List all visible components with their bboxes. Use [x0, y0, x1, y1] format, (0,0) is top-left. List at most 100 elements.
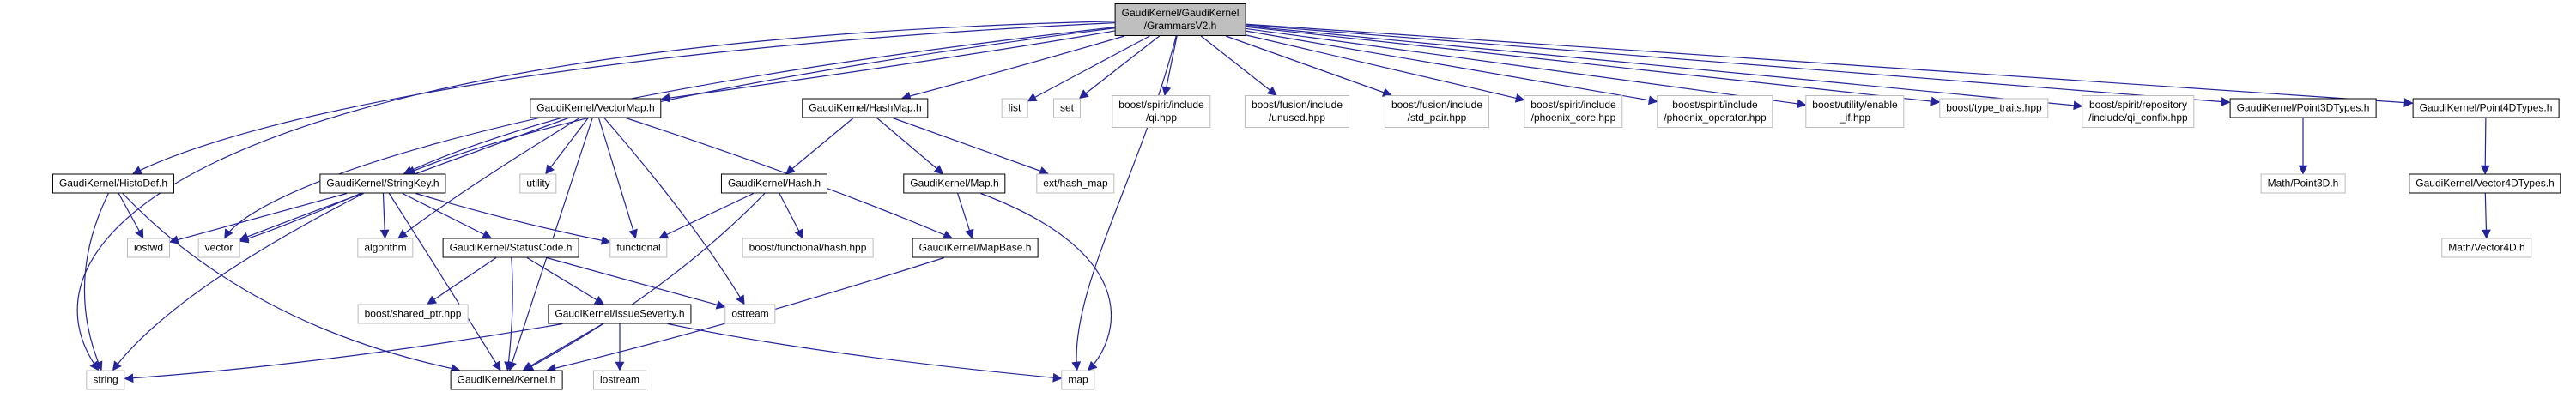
graph-node-histodef[interactable]: GaudiKernel/HistoDef.h — [52, 173, 175, 194]
node-label: boost/spirit/repository — [2088, 99, 2188, 111]
include-edge-stringkey-to-functional — [415, 192, 611, 245]
include-edge-root-to-hashmap — [900, 35, 1125, 101]
node-label: vector — [204, 241, 233, 254]
graph-node-point3dtypes[interactable]: GaudiKernel/Point3DTypes.h — [2229, 98, 2377, 118]
graph-node-kernel[interactable]: GaudiKernel/Kernel.h — [450, 370, 563, 390]
node-label: boost/spirit/include — [1530, 99, 1616, 111]
node-label: GaudiKernel/HashMap.h — [809, 101, 922, 114]
node-label: map — [1068, 373, 1088, 386]
node-label: boost/fusion/include — [1391, 99, 1483, 111]
include-edge-issueseverity-to-kernel — [522, 323, 603, 371]
include-edge-root-to-point3dtypes — [1246, 24, 2231, 106]
node-label: iosfwd — [133, 241, 164, 254]
include-edge-root-to-unused — [1200, 35, 1277, 96]
include-edge-hash-to-boosthash — [779, 193, 803, 239]
include-edge-stringkey-to-stringnode — [112, 192, 364, 371]
node-label: GaudiKernel/Point4DTypes.h — [2419, 101, 2553, 114]
node-label: boost/functional/hash.hpp — [749, 241, 867, 254]
graph-node-ostream: ostream — [724, 304, 776, 324]
include-edge-statuscode-to-issueseverity — [526, 256, 604, 305]
include-edge-root-to-stdpair — [1225, 35, 1392, 97]
include-edge-root-to-phoenixop — [1246, 30, 1658, 106]
include-edge-stringkey-to-vector — [239, 192, 361, 244]
node-label: GaudiKernel/Kernel.h — [457, 373, 556, 386]
include-edge-statuscode-to-kernel — [504, 257, 513, 371]
include-edge-root-to-vectormap — [660, 30, 1115, 103]
graph-node-unused: boost/fusion/include/unused.hpp — [1244, 95, 1350, 128]
graph-node-typetraits: boost/type_traits.hpp — [1939, 98, 2049, 118]
include-edge-root-to-typetraits — [1246, 26, 1941, 106]
graph-node-point4dtypes[interactable]: GaudiKernel/Point4DTypes.h — [2412, 98, 2560, 118]
include-edge-root-to-stringnode — [76, 21, 1115, 371]
graph-node-utility: utility — [519, 173, 557, 194]
graph-node-mathpoint3d: Math/Point3D.h — [2260, 173, 2346, 194]
node-label: Math/Vector4D.h — [2448, 241, 2525, 254]
graph-node-stringnode: string — [86, 370, 125, 390]
node-label: GaudiKernel/Point3DTypes.h — [2236, 101, 2370, 114]
graph-node-hash[interactable]: GaudiKernel/Hash.h — [720, 173, 828, 194]
graph-node-stringkey[interactable]: GaudiKernel/StringKey.h — [319, 173, 446, 194]
graph-node-functional: functional — [609, 238, 668, 258]
graph-node-vectormap[interactable]: GaudiKernel/VectorMap.h — [530, 98, 662, 118]
include-edge-root-to-set — [1078, 35, 1161, 100]
graph-node-mapnode: map — [1061, 370, 1095, 390]
include-edge-root-to-qi — [1161, 35, 1178, 97]
include-edge-histodef-to-kernel — [122, 193, 461, 373]
node-label: _if.hpp — [1839, 112, 1871, 124]
include-edge-root-to-point4dtypes — [1246, 23, 2414, 107]
include-edge-vectormap-to-stringkey — [403, 117, 561, 175]
include-edge-hashmap-to-hash — [785, 118, 854, 175]
graph-node-phoenixcore: boost/spirit/include/phoenix_core.hpp — [1524, 95, 1623, 128]
include-edge-stringkey-to-algorithm — [379, 193, 390, 239]
graph-node-statuscode[interactable]: GaudiKernel/StatusCode.h — [442, 238, 579, 258]
graph-node-qi: boost/spirit/include/qi.hpp — [1112, 95, 1211, 128]
graph-root-node: GaudiKernel/GaudiKernel/GrammarsV2.h — [1114, 3, 1246, 36]
graph-node-vector4dtypes[interactable]: GaudiKernel/Vector4DTypes.h — [2409, 173, 2561, 194]
include-edge-root-to-enableif — [1246, 27, 1807, 109]
graph-node-hashmap[interactable]: GaudiKernel/HashMap.h — [802, 98, 929, 118]
node-label: string — [93, 373, 118, 386]
node-label: GaudiKernel/IssueSeverity.h — [555, 307, 685, 320]
node-label: ostream — [731, 307, 769, 320]
node-label: ext/hash_map — [1043, 177, 1108, 190]
include-edge-stringkey-to-statuscode — [402, 192, 493, 239]
node-label: /include/qi_confix.hpp — [2088, 112, 2188, 124]
graph-node-algorithm: algorithm — [357, 238, 414, 258]
include-edge-root-to-qiconfix — [1246, 25, 2083, 111]
include-edge-stringkey-to-kernel — [388, 193, 501, 371]
node-label: /GrammarsV2.h — [1143, 20, 1217, 32]
node-label: boost/spirit/include — [1672, 99, 1758, 111]
include-edge-statuscode-to-sharedptr — [427, 257, 497, 305]
node-label: GaudiKernel/GaudiKernel — [1121, 7, 1240, 19]
include-edge-mapheader-to-mapnode — [980, 192, 1112, 371]
include-edge-vectormap-to-utility — [545, 118, 589, 175]
graph-node-mathvector4d: Math/Vector4D.h — [2441, 238, 2532, 258]
node-label: GaudiKernel/Hash.h — [727, 177, 821, 190]
include-edge-hash-to-functional — [658, 192, 755, 239]
include-edge-point4dtypes-to-vector4dtypes — [2480, 118, 2490, 175]
node-label: GaudiKernel/MapBase.h — [918, 241, 1032, 254]
node-label: /qi.hpp — [1145, 112, 1178, 124]
graph-node-mapheader[interactable]: GaudiKernel/Map.h — [903, 173, 1006, 194]
node-label: Math/Point3D.h — [2267, 177, 2339, 190]
node-label: GaudiKernel/VectorMap.h — [536, 101, 655, 114]
graph-node-iostream: iostream — [592, 370, 647, 390]
include-edge-root-to-mapnode — [1071, 35, 1177, 371]
graph-node-vector: vector — [197, 238, 240, 258]
node-label: utility — [526, 177, 550, 190]
graph-node-list: list — [1001, 98, 1028, 118]
graph-node-sharedptr: boost/shared_ptr.hpp — [357, 304, 469, 324]
graph-node-mapbase[interactable]: GaudiKernel/MapBase.h — [912, 238, 1039, 258]
include-edge-hashmap-to-exthashmap — [892, 117, 1049, 176]
node-label: /phoenix_operator.hpp — [1664, 112, 1767, 124]
graph-node-issueseverity[interactable]: GaudiKernel/IssueSeverity.h — [548, 304, 692, 324]
include-edge-hashmap-to-mapheader — [876, 118, 944, 175]
graph-node-boosthash: boost/functional/hash.hpp — [742, 238, 874, 258]
node-label: algorithm — [364, 241, 407, 254]
graph-node-qiconfix: boost/spirit/repository/include/qi_confi… — [2082, 95, 2195, 128]
include-edge-vector4dtypes-to-mathvector4d — [2482, 193, 2491, 239]
node-label: boost/type_traits.hpp — [1946, 101, 2042, 114]
graph-node-phoenixop: boost/spirit/include/phoenix_operator.hp… — [1657, 95, 1773, 128]
